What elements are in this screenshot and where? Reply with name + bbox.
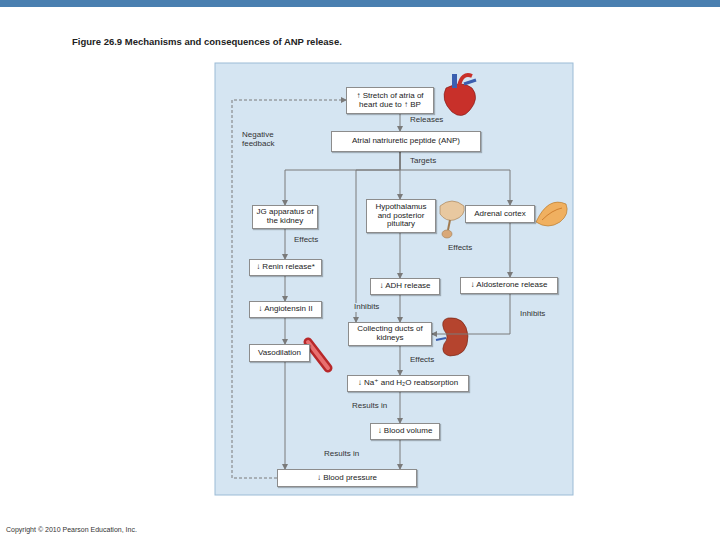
pituitary-stalk [448, 220, 450, 230]
flow-arrow [285, 362, 286, 469]
heart-shape [444, 84, 476, 116]
edge-label: Inhibits [518, 310, 547, 319]
box-text: ↓ Blood pressure [317, 474, 377, 483]
kidney-illustration [436, 318, 468, 356]
box-text-group: JG apparatus of the kidney [255, 208, 315, 226]
top-band [0, 0, 720, 7]
process-box: Hypothalamus and posterior pituitary [366, 199, 436, 233]
box-text-group: ↓ Na⁺ and H₂O reabsorption [358, 379, 458, 388]
flow-arrow [400, 346, 401, 375]
vessel-illustration [308, 342, 328, 368]
process-box: JG apparatus of the kidney [252, 205, 318, 229]
flow-arrow [400, 440, 401, 469]
pituitary-gland [442, 230, 452, 238]
flow-arrow [400, 233, 401, 278]
flow-arrow [400, 295, 401, 322]
box-text-group: ↓ Blood volume [378, 427, 433, 436]
box-text-group: Adrenal cortex [474, 210, 526, 219]
process-box: Collecting ducts of kidneys [348, 322, 432, 346]
flow-arrow [285, 276, 286, 301]
box-text-group: ↓ Angiotensin II [258, 305, 312, 314]
feedback-arrow [232, 100, 346, 478]
box-text: ↓ ADH release [379, 282, 430, 291]
process-box: ↓ Renin release* [249, 259, 322, 276]
box-text: Adrenal cortex [474, 210, 526, 219]
box-text: ↓ Blood volume [378, 427, 433, 436]
adrenal-shape [536, 202, 567, 226]
process-box: ↓ Blood pressure [277, 469, 417, 487]
edge-label: Inhibits [352, 303, 381, 312]
process-box: Vasodilation [249, 344, 310, 362]
edge-label: Effects [408, 356, 436, 365]
edge-label: Effects [292, 236, 320, 245]
flow-arrow [285, 318, 286, 344]
box-text-group: Hypothalamus and posterior pituitary [369, 203, 433, 229]
box-text: ↓ Renin release* [256, 263, 315, 272]
process-box: ↓ Blood volume [370, 423, 440, 440]
box-text: JG apparatus of the kidney [255, 208, 315, 226]
flow-arrow [400, 392, 401, 423]
flow-arrow [285, 152, 400, 205]
edge-label: Results in [322, 450, 361, 459]
box-text-group: ↓ ADH release [379, 282, 430, 291]
copyright-note: Copyright © 2010 Pearson Education, Inc. [6, 526, 137, 533]
adrenal-illustration [536, 202, 567, 226]
edge-label: Results in [350, 402, 389, 411]
flow-arrow [400, 152, 510, 205]
edge-label: Effects [446, 244, 474, 253]
process-box: ↑ Stretch of atria of heart due to ↑ BP [346, 87, 434, 114]
flow-arrow [285, 229, 286, 259]
box-text: Hypothalamus and posterior pituitary [369, 203, 433, 229]
heart-illustration [444, 74, 476, 116]
process-box: Adrenal cortex [465, 205, 535, 223]
figure-panel [215, 63, 573, 495]
process-box: ↓ Angiotensin II [249, 301, 322, 318]
box-text-group: ↓ Blood pressure [317, 474, 377, 483]
heart-vein [452, 74, 457, 88]
box-text-group: Atrial natriuretic peptide (ANP) [352, 137, 460, 146]
box-text-group: Collecting ducts of kidneys [351, 325, 429, 343]
box-text: Atrial natriuretic peptide (ANP) [352, 137, 460, 146]
box-text-group: ↑ Stretch of atria of heart due to ↑ BP [349, 92, 431, 110]
box-text-group: ↓ Renin release* [256, 263, 315, 272]
edge-label: Releases [408, 116, 445, 125]
flow-arrow [432, 294, 510, 334]
box-text: ↑ Stretch of atria of heart due to ↑ BP [349, 92, 431, 110]
box-text-group: Vasodilation [258, 349, 301, 358]
process-box: ↓ Aldosterone release [460, 277, 558, 294]
hypothalamus-shape [440, 201, 464, 220]
edge-label: Targets [408, 157, 438, 166]
vessel-wall [308, 342, 328, 368]
flow-arrow [356, 152, 400, 322]
pituitary-illustration [440, 201, 464, 238]
process-box: ↓ Na⁺ and H₂O reabsorption [347, 375, 469, 392]
box-text: Vasodilation [258, 349, 301, 358]
heart-artery [464, 80, 476, 84]
box-text: Collecting ducts of kidneys [351, 325, 429, 343]
kidney-ureter [436, 338, 446, 340]
flow-arrow [510, 223, 511, 277]
process-box: ↓ ADH release [370, 278, 440, 295]
edge-label: Negative feedback [240, 131, 292, 149]
process-box: Atrial natriuretic peptide (ANP) [331, 131, 481, 152]
kidney-shape [443, 318, 468, 356]
vessel-lumen [308, 342, 328, 368]
adrenal-detail [542, 208, 562, 220]
box-text: ↓ Angiotensin II [258, 305, 312, 314]
box-text: ↓ Aldosterone release [471, 281, 548, 290]
flow-arrow [400, 114, 401, 131]
figure-title: Figure 26.9 Mechanisms and consequences … [72, 36, 342, 47]
box-text: ↓ Na⁺ and H₂O reabsorption [358, 379, 458, 388]
box-text-group: ↓ Aldosterone release [471, 281, 548, 290]
